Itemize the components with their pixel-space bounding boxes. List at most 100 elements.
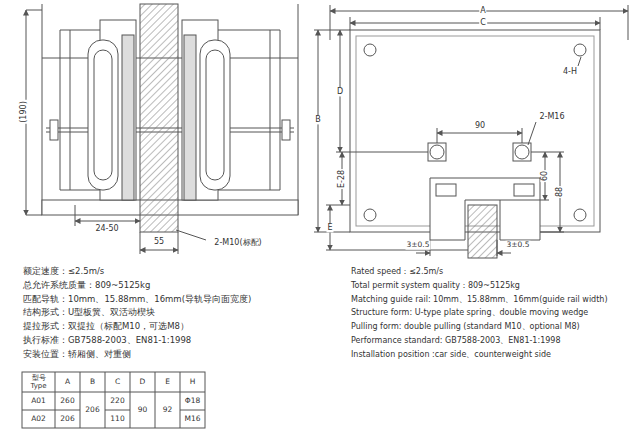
dimension-label: 2-M16 bbox=[538, 112, 565, 121]
front-view-part bbox=[364, 209, 376, 221]
table-cell: D bbox=[139, 378, 147, 387]
front-view-part bbox=[513, 143, 531, 161]
table-cell: A02 bbox=[30, 415, 47, 424]
front-view-part bbox=[364, 44, 376, 56]
table-cell: 220 bbox=[109, 397, 125, 406]
front-view-part bbox=[578, 57, 581, 66]
front-view-part bbox=[500, 200, 549, 201]
front-view-part bbox=[497, 240, 498, 256]
front-view-part bbox=[350, 23, 600, 24]
side-view-part bbox=[200, 40, 230, 190]
spec-note: Total permit system quality：809~5125kg bbox=[350, 281, 521, 290]
side-view-part bbox=[178, 232, 179, 254]
front-view-part bbox=[574, 44, 586, 56]
front-view-part bbox=[574, 209, 586, 221]
front-view-part bbox=[430, 145, 444, 159]
front-view-part bbox=[326, 250, 468, 251]
spec-table-grid-part bbox=[22, 392, 205, 393]
side-view-part bbox=[42, 4, 43, 215]
dimension-label: (190) bbox=[19, 100, 28, 124]
table-cell: C bbox=[114, 378, 121, 387]
spec-note: Performance standard: GB7588-2003、EN81-1… bbox=[350, 336, 562, 345]
spec-note: 提拉形式：双提拉（标配M10，可选M8） bbox=[22, 322, 190, 332]
front-view-part bbox=[468, 205, 497, 258]
spec-table-grid-part bbox=[180, 410, 205, 411]
spec-note: 结构形式：U型板簧、双活动楔块 bbox=[22, 309, 156, 319]
front-view-part bbox=[628, 5, 629, 40]
side-view-part bbox=[140, 232, 141, 254]
dimension-label: A bbox=[479, 6, 486, 15]
spec-note: 总允许系统质量：809~5125kg bbox=[22, 281, 151, 291]
side-view-part bbox=[26, 10, 42, 11]
table-cell: 110 bbox=[109, 415, 125, 424]
front-view-part bbox=[514, 184, 534, 196]
front-view bbox=[314, 5, 628, 258]
side-view-part bbox=[50, 120, 58, 140]
spec-note: Matching guide rail: 10mm、15.88mm、16mm(g… bbox=[350, 295, 609, 304]
front-view-part bbox=[437, 128, 438, 143]
front-view-part bbox=[416, 253, 430, 254]
spec-note: 匹配导轨：10mm、15.88mm、16mm(导轨导向面宽度) bbox=[22, 295, 252, 305]
spec-table-grid-part bbox=[180, 372, 181, 428]
table-cell: H bbox=[189, 378, 197, 387]
front-view-part bbox=[318, 30, 319, 232]
spec-table-grid-part bbox=[80, 372, 81, 428]
front-view-part bbox=[497, 253, 511, 254]
spec-table-grid-part bbox=[105, 372, 106, 428]
dimension-label: C bbox=[479, 18, 487, 27]
dimension-label: 60 bbox=[540, 170, 549, 182]
table-cell: 206 bbox=[84, 406, 100, 415]
spec-table-grid-part bbox=[155, 372, 156, 428]
side-view-part bbox=[176, 230, 206, 240]
side-view-part bbox=[140, 4, 178, 232]
spec-table-grid-part bbox=[22, 410, 80, 411]
dimension-label: 2-M10(标配) bbox=[213, 238, 262, 247]
spec-table-grid bbox=[22, 372, 205, 428]
front-view-part bbox=[336, 152, 428, 153]
front-view-part bbox=[330, 5, 331, 40]
spec-note: Installation position :car side、counterw… bbox=[350, 350, 552, 359]
front-view-part bbox=[428, 143, 446, 161]
front-view-part bbox=[314, 30, 350, 31]
front-view-part bbox=[528, 122, 536, 145]
dimension-label: E bbox=[326, 223, 333, 232]
table-cell: 206 bbox=[59, 415, 75, 424]
dimension-label: 55 bbox=[153, 237, 165, 246]
side-view-part bbox=[75, 221, 140, 222]
spec-table-grid-part bbox=[130, 372, 131, 428]
spec-table-grid-part bbox=[105, 410, 130, 411]
table-cell: Φ18 bbox=[184, 397, 201, 406]
spec-note: Pulling form: double pulling (standard M… bbox=[350, 323, 581, 332]
side-view-part bbox=[206, 50, 224, 180]
side-view-part bbox=[282, 120, 290, 140]
table-cell: B bbox=[89, 378, 96, 387]
spec-note: 执行标准：GB7588-2003、EN81-1:1998 bbox=[22, 336, 192, 346]
spec-table-grid-part bbox=[55, 372, 56, 428]
table-cell: E bbox=[164, 378, 171, 387]
spec-note: Structure form: U-type plate spring、doub… bbox=[350, 309, 589, 318]
dimension-label: 3±0.5 bbox=[406, 241, 431, 250]
front-view-part bbox=[522, 128, 523, 143]
table-cell: 92 bbox=[162, 406, 174, 415]
side-view-part bbox=[26, 215, 42, 216]
spec-note: 额定速度：≤2.5m/s bbox=[22, 267, 105, 277]
table-cell: 260 bbox=[59, 397, 75, 406]
spec-note: 安装位置：轿厢侧、对重侧 bbox=[22, 350, 132, 360]
table-cell: M16 bbox=[183, 415, 201, 424]
front-view-part bbox=[350, 30, 600, 232]
side-view-part bbox=[94, 50, 112, 180]
dimension-label: 4-H bbox=[562, 67, 578, 76]
dimension-label: 24-50 bbox=[94, 224, 119, 233]
spec-note: Rated speed：≤2.5m/s bbox=[350, 267, 444, 276]
front-view-part bbox=[436, 184, 456, 196]
table-cell: 型号 Type bbox=[22, 374, 55, 390]
front-view-part bbox=[437, 133, 522, 134]
side-view-part bbox=[140, 250, 178, 251]
side-view bbox=[26, 4, 298, 254]
front-view-part bbox=[515, 145, 529, 159]
side-view-part bbox=[298, 4, 299, 215]
table-cell: 90 bbox=[137, 406, 149, 415]
table-cell: A01 bbox=[30, 397, 47, 406]
side-view-part bbox=[122, 35, 134, 200]
